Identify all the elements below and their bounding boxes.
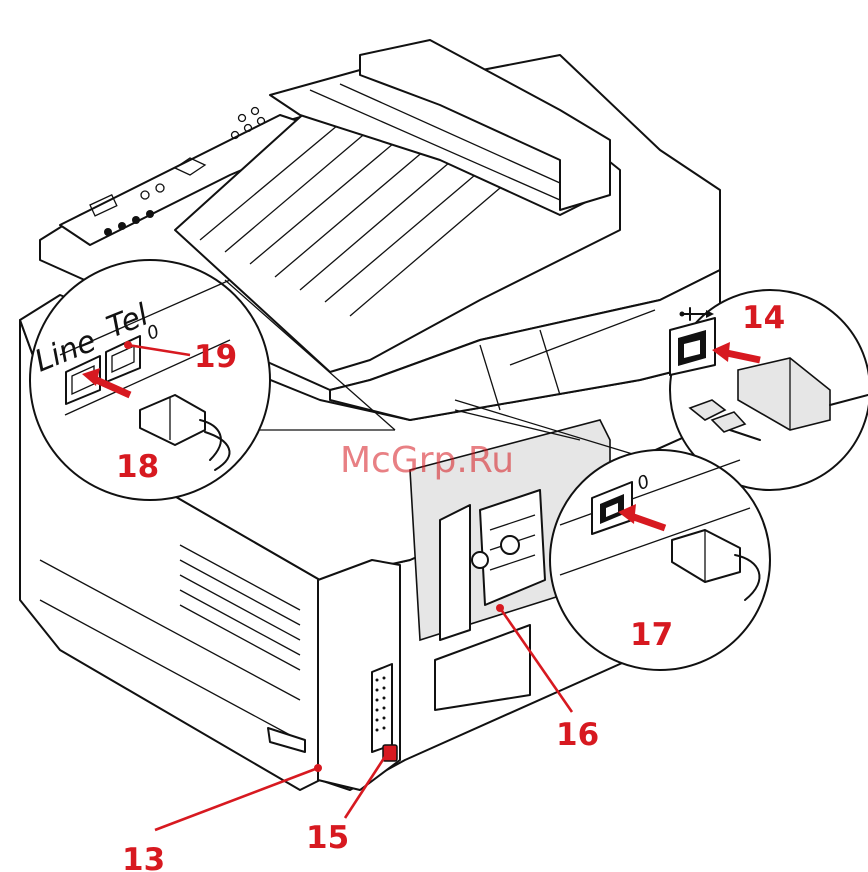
watermark: McGrp.Ru <box>340 440 514 481</box>
callout-17: 17 <box>630 617 673 653</box>
callout-13: 13 <box>122 842 165 872</box>
callout-18: 18 <box>116 449 159 485</box>
callout-14: 14 <box>742 300 785 336</box>
callout-16: 16 <box>556 717 599 753</box>
callout-19: 19 <box>194 339 237 375</box>
callout-15: 15 <box>306 820 349 856</box>
